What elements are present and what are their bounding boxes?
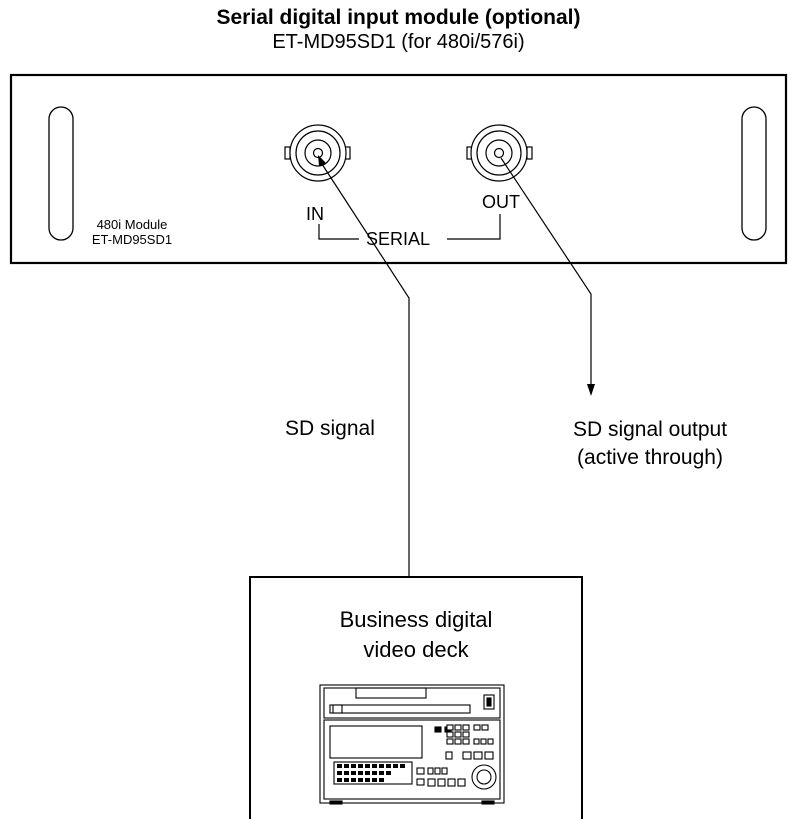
device-label-line2: video deck bbox=[363, 637, 469, 662]
input-arrowhead bbox=[318, 155, 326, 166]
serial-bracket bbox=[318, 214, 501, 240]
diagram-title: Serial digital input module (optional) bbox=[216, 6, 581, 29]
mounting-slot-left bbox=[48, 106, 74, 241]
output-signal-label-line2: (active through) bbox=[577, 446, 723, 469]
out-connector-label: OUT bbox=[482, 192, 520, 212]
in-connector-icon bbox=[284, 124, 351, 182]
input-signal-line bbox=[319, 160, 410, 577]
output-signal-label-line1: SD signal output bbox=[572, 418, 728, 441]
module-panel bbox=[9, 73, 788, 265]
serial-group-label: SERIAL bbox=[366, 229, 431, 249]
in-connector-label: IN bbox=[306, 204, 324, 224]
mounting-slot-right bbox=[741, 106, 767, 241]
input-signal-label: SD signal bbox=[285, 417, 375, 440]
device-label-line1: Business digital bbox=[339, 607, 493, 632]
module-label-line2: ET-MD95SD1 bbox=[91, 232, 173, 247]
output-arrowhead bbox=[587, 384, 595, 396]
device-box bbox=[249, 576, 583, 819]
output-signal-line bbox=[500, 157, 592, 388]
module-label-line1: 480i Module bbox=[96, 217, 168, 232]
diagram-subtitle: ET-MD95SD1 (for 480i/576i) bbox=[272, 31, 525, 53]
video-deck-icon bbox=[319, 684, 505, 805]
out-connector-icon bbox=[466, 124, 533, 182]
